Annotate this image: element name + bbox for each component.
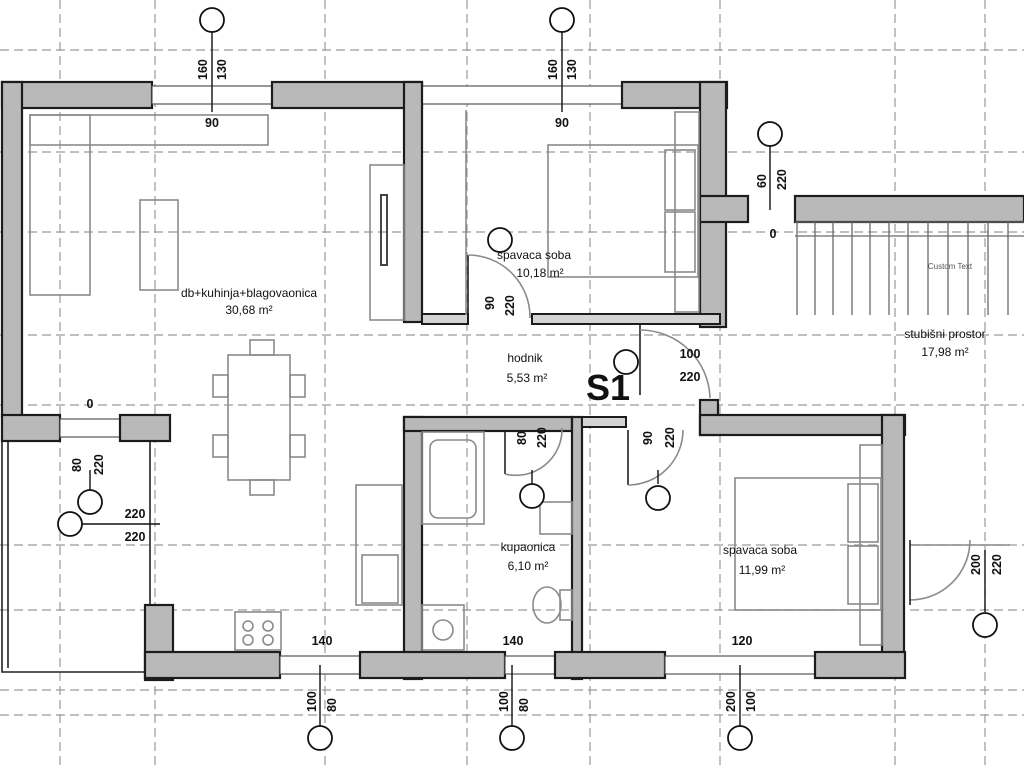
- dim-label: 220: [125, 507, 146, 521]
- dim-label: 80: [70, 458, 84, 472]
- dim-label: 80: [517, 698, 531, 712]
- dim-label: 100: [744, 691, 758, 712]
- room-area-living: 30,68 m²: [225, 303, 272, 317]
- bedroom1-furniture: [465, 110, 700, 319]
- grid-bubble: [307, 725, 333, 751]
- room-name-bedroom1: spavaca soba: [497, 248, 571, 262]
- dim-label: 160: [546, 59, 560, 80]
- dim-label: 80: [325, 698, 339, 712]
- grid-bubble: [199, 7, 225, 33]
- bathroom-fixtures: [421, 427, 684, 651]
- grid-bubble: [757, 121, 783, 147]
- dim-label: 220: [125, 530, 146, 544]
- room-name-stairs: stubišni prostor: [904, 327, 985, 341]
- grid-bubble: [613, 349, 639, 375]
- dim-label: 90: [205, 116, 219, 130]
- grid-bubble: [487, 227, 513, 253]
- dim-label: 100: [305, 691, 319, 712]
- bedroom2-furniture: [734, 444, 883, 646]
- grid-bubble: [645, 485, 671, 511]
- grid-markers: [57, 7, 998, 751]
- dim-label: 90: [555, 116, 569, 130]
- dim-label: 100: [680, 347, 701, 361]
- dim-label: 90: [483, 296, 497, 310]
- balcony-outline: [1, 420, 151, 673]
- dim-label: 0: [770, 227, 777, 241]
- dim-label: 220: [663, 427, 677, 448]
- dim-label: 200: [969, 554, 983, 575]
- dim-label: 220: [990, 554, 1004, 575]
- dim-label: 140: [312, 634, 333, 648]
- dim-label: 160: [196, 59, 210, 80]
- living-furniture: [29, 114, 405, 651]
- room-area-bedroom1: 10,18 m²: [516, 266, 563, 280]
- dim-label: 220: [503, 295, 517, 316]
- dimension-labels: 160 130 90 160 130 90 60 220 0 90 220 10…: [70, 59, 1004, 712]
- walls: [0, 80, 1024, 682]
- dim-label: 60: [755, 174, 769, 188]
- grid-bubble: [727, 725, 753, 751]
- dim-label: 140: [503, 634, 524, 648]
- right-door: [909, 539, 1010, 605]
- dim-label: 0: [87, 397, 94, 411]
- dim-label: 130: [215, 59, 229, 80]
- dim-label: 220: [680, 370, 701, 384]
- grid-bubble: [77, 489, 103, 515]
- grid-bubble: [57, 511, 83, 537]
- entry-door: [639, 325, 711, 399]
- unit-label: S1: [586, 367, 630, 408]
- dim-label: 80: [515, 431, 529, 445]
- room-area-bedroom2: 11,99 m²: [739, 563, 785, 577]
- dim-label: 220: [92, 454, 106, 475]
- grid-bubble: [549, 7, 575, 33]
- room-name-bedroom2: spavaca soba: [723, 543, 797, 557]
- room-name-living: db+kuhinja+blagovaonica: [181, 286, 317, 300]
- dim-label: 130: [565, 59, 579, 80]
- dim-label: 220: [535, 427, 549, 448]
- grid-bubble: [499, 725, 525, 751]
- room-labels: db+kuhinja+blagovaonica 30,68 m² spavaca…: [181, 248, 986, 577]
- room-area-stairs: 17,98 m²: [921, 345, 968, 359]
- dim-label: 200: [724, 691, 738, 712]
- dim-label: 100: [497, 691, 511, 712]
- dim-label: 220: [775, 169, 789, 190]
- room-area-hallway: 5,53 m²: [507, 371, 548, 385]
- grid-bubble: [972, 612, 998, 638]
- room-name-bathroom: kupaonica: [501, 540, 556, 554]
- room-area-bathroom: 6,10 m²: [508, 559, 549, 573]
- dim-label: 120: [732, 634, 753, 648]
- room-name-hallway: hodnik: [507, 351, 543, 365]
- stair-note: Custom Text: [928, 262, 973, 271]
- dim-label: 90: [641, 431, 655, 445]
- grid-bubble: [519, 483, 545, 509]
- staircase: [795, 221, 1024, 315]
